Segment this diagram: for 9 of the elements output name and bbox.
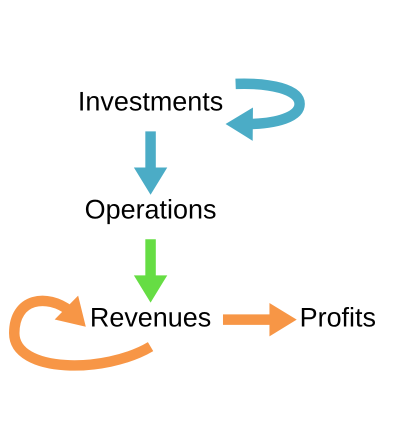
node-text: Investments [78,86,224,116]
arrow [9,295,153,370]
node-text: Operations [84,194,216,224]
arrow [226,78,305,140]
arrow [134,238,168,302]
arrow [134,130,168,194]
arrow [222,302,297,336]
node-text: Profits [300,302,376,332]
node-text: Revenues [90,302,212,332]
